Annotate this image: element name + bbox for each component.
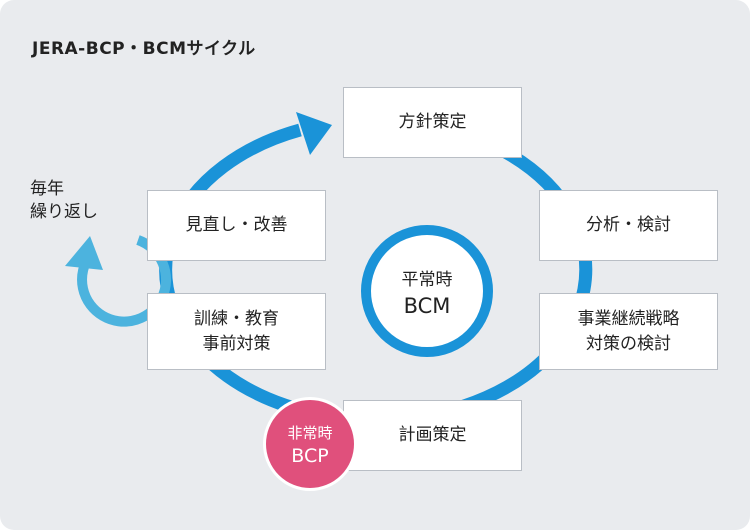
center-bcm-circle: 平常時 BCM — [361, 225, 493, 357]
bcp-circle: 非常時 BCP — [263, 397, 357, 491]
diagram-title: JERA-BCP・BCMサイクル — [32, 39, 256, 59]
bcp-label-1: 非常時 — [287, 423, 333, 442]
step-strategy: 事業継続戦略 対策の検討 — [539, 293, 718, 370]
step-training: 訓練・教育 事前対策 — [147, 293, 326, 370]
step-analysis: 分析・検討 — [539, 190, 718, 261]
step-policy: 方針策定 — [343, 87, 522, 158]
bcp-label-2: BCP — [291, 444, 329, 467]
repeat-label: 毎年 繰り返し — [30, 179, 98, 222]
repeat-arrow-icon — [65, 236, 103, 270]
cycle-arrow-icon — [296, 112, 332, 155]
step-planning: 計画策定 — [343, 400, 522, 471]
center-label-1: 平常時 — [401, 269, 453, 290]
step-review: 見直し・改善 — [147, 190, 326, 261]
center-label-2: BCM — [403, 293, 451, 318]
